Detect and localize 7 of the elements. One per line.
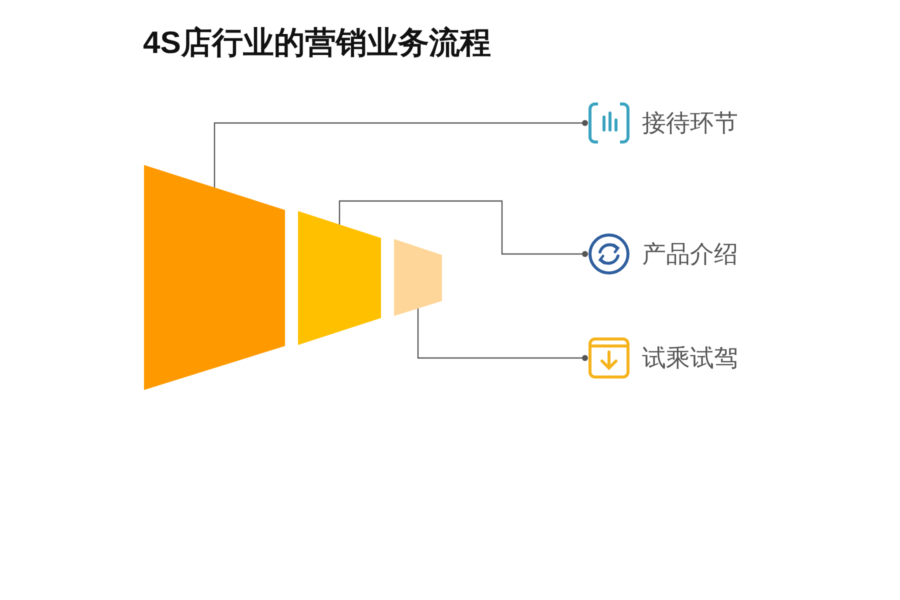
- step-label: 产品介绍: [642, 239, 738, 270]
- leader-line: [214, 120, 588, 188]
- step-label: 接待环节: [642, 108, 738, 139]
- leader-line: [338, 200, 588, 257]
- leader-line: [417, 308, 588, 361]
- diagram-title: 4S店行业的营销业务流程: [143, 24, 491, 62]
- step-label: 试乘试驾: [642, 343, 738, 374]
